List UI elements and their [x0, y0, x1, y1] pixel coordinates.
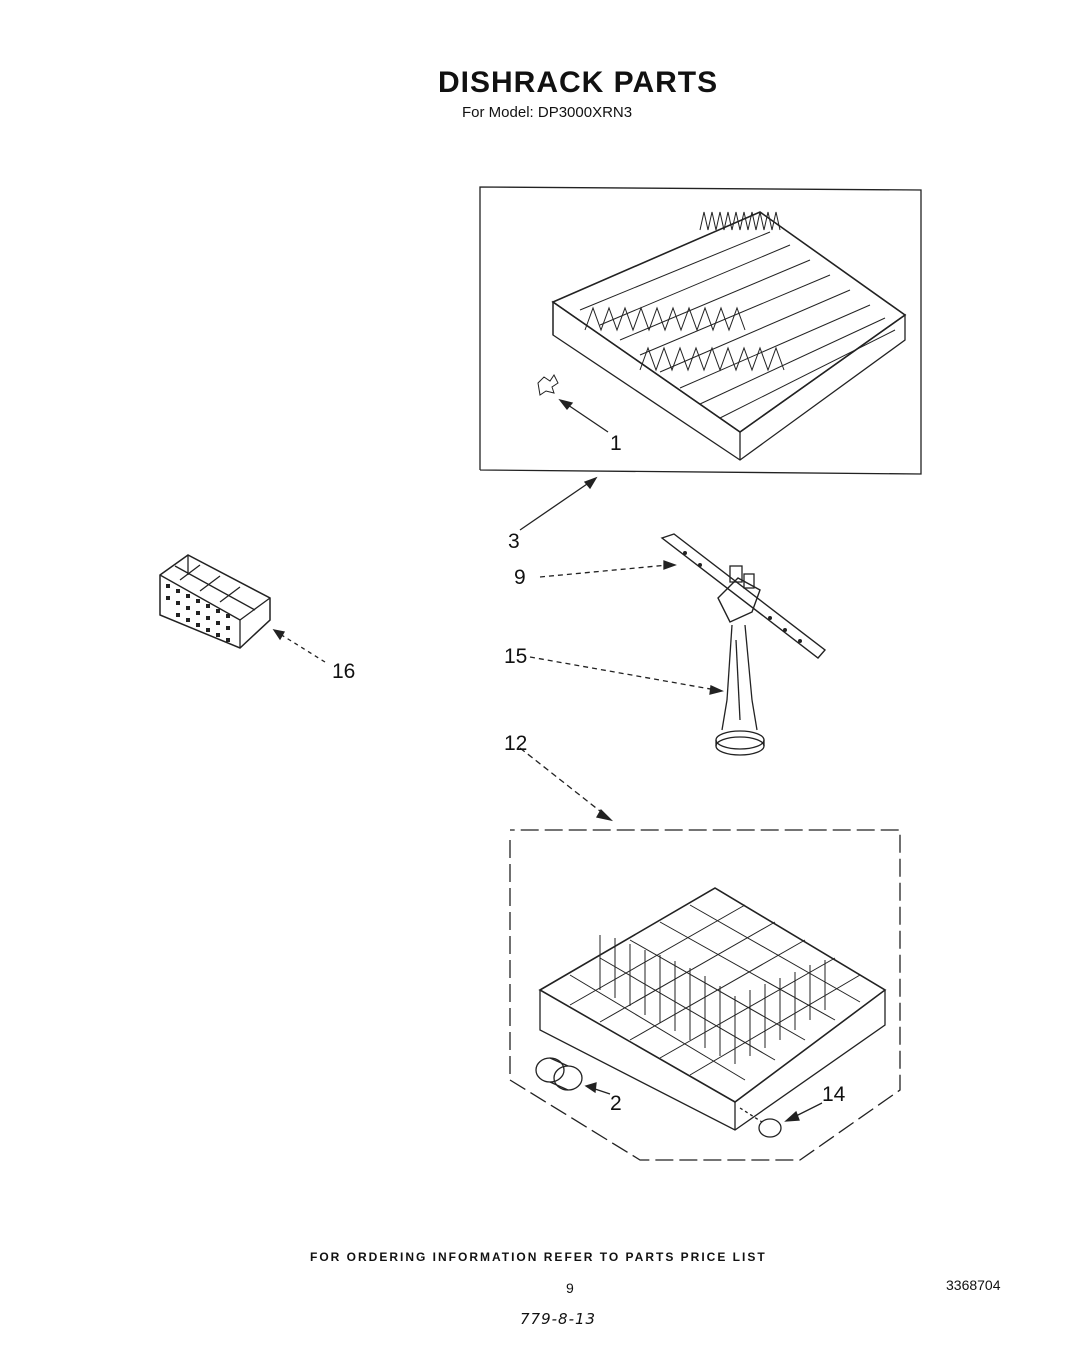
part-14-illustration — [739, 1107, 782, 1138]
page-number: 9 — [566, 1280, 574, 1296]
upper-rack-box — [479, 186, 922, 475]
callout-15: 15 — [504, 645, 528, 668]
lower-rack-illustration — [535, 887, 887, 1138]
callout-1: 1 — [610, 432, 622, 455]
model-subtitle: For Model: DP3000XRN3 — [462, 104, 633, 121]
callout-14: 14 — [822, 1083, 846, 1106]
callout-2: 2 — [610, 1092, 622, 1115]
callout-12: 12 — [504, 732, 528, 755]
part-2-illustration — [535, 1057, 583, 1091]
callout-9: 9 — [514, 566, 526, 589]
cutlery-basket-illustration — [159, 554, 271, 649]
ordering-note: FOR ORDERING INFORMATION REFER TO PARTS … — [310, 1250, 767, 1264]
callout-16: 16 — [332, 660, 356, 683]
upper-rack-illustration — [537, 211, 907, 461]
handwritten-code: 779-8-13 — [520, 1310, 597, 1328]
callout-3: 3 — [508, 530, 520, 553]
document-number: 3368704 — [946, 1277, 1001, 1293]
lower-rack-box — [509, 829, 901, 1161]
page-title: DISHRACK PARTS — [438, 66, 719, 99]
spray-arm-illustration — [660, 533, 827, 756]
